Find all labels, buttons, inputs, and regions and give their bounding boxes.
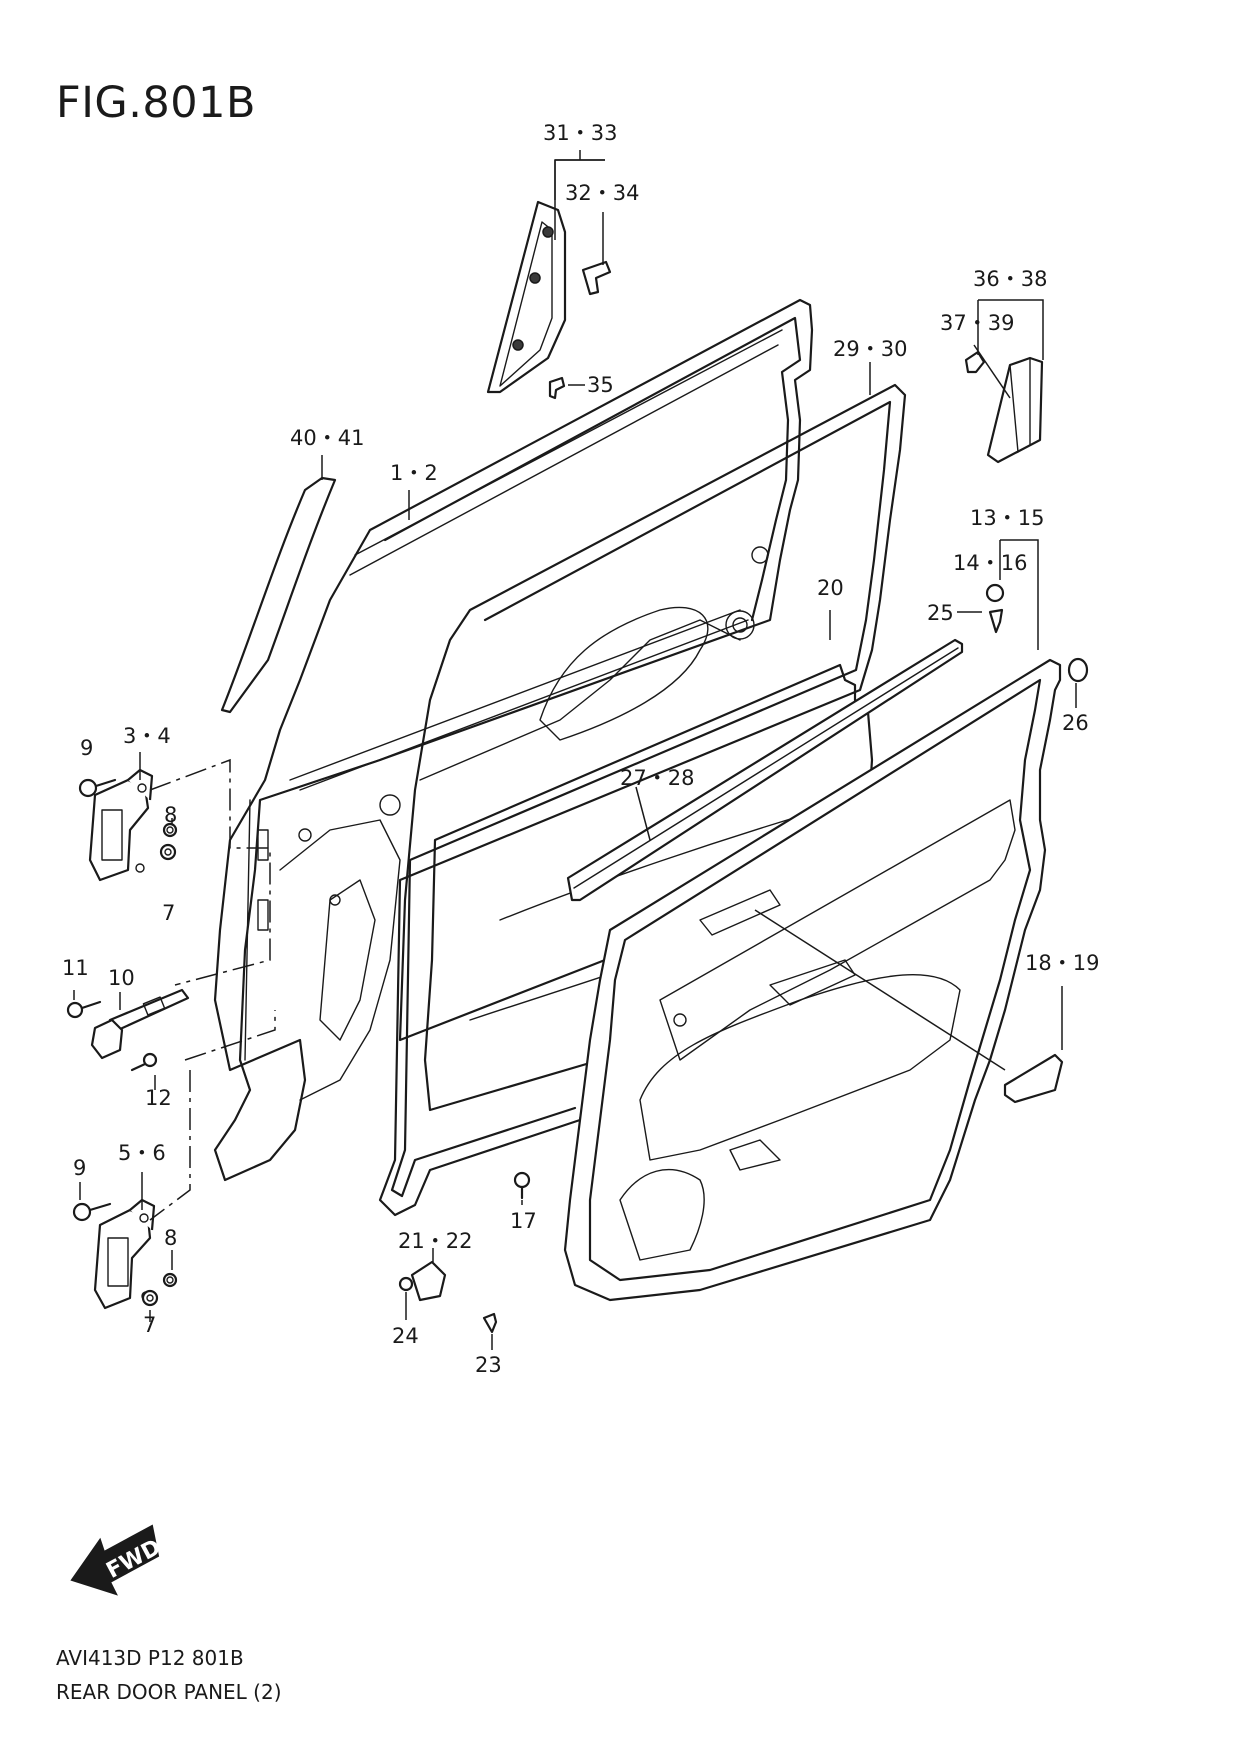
- callout-25: 25: [927, 601, 954, 625]
- diagram-code: AVI413D P12 801B: [56, 1646, 244, 1670]
- callout-8-upper: 8: [164, 803, 177, 827]
- diagram-name: REAR DOOR PANEL (2): [56, 1680, 282, 1704]
- callout-14-16: 14・16: [953, 551, 1027, 575]
- callout-36-38: 36・38: [973, 267, 1047, 291]
- callout-29-30: 29・30: [833, 337, 907, 361]
- callout-labels: 31・33 32・34 35 36・38 37・39 29・30 40・41 1…: [62, 121, 1099, 1377]
- callout-3-4: 3・4: [123, 724, 171, 748]
- callout-12: 12: [145, 1086, 172, 1110]
- lower-hinge: [93, 1198, 156, 1310]
- door-trim-panel: [563, 658, 1062, 1302]
- callout-5-6: 5・6: [118, 1141, 166, 1165]
- callout-31-33: 31・33: [543, 121, 617, 145]
- callout-9-upper: 9: [80, 736, 93, 760]
- callout-11: 11: [62, 956, 89, 980]
- leader-lines: [73, 150, 1077, 1350]
- callout-1-2: 1・2: [390, 461, 438, 485]
- callout-32-34: 32・34: [565, 181, 639, 205]
- callout-40-41: 40・41: [290, 426, 364, 450]
- sash-garnish: [220, 476, 337, 714]
- callout-17: 17: [510, 1209, 537, 1233]
- callout-24: 24: [392, 1324, 419, 1348]
- door-panel-outer: [213, 298, 814, 1182]
- callout-26: 26: [1062, 711, 1089, 735]
- callout-27-28: 27・28: [620, 766, 694, 790]
- callout-23: 23: [475, 1353, 502, 1377]
- pillar-trim: [486, 200, 567, 394]
- inner-glass-seal-strip: [566, 638, 964, 902]
- callout-20: 20: [817, 576, 844, 600]
- callout-9-lower: 9: [73, 1156, 86, 1180]
- fasteners: [66, 260, 1089, 1334]
- callout-7-lower: 7: [143, 1313, 156, 1337]
- callout-35: 35: [587, 373, 614, 397]
- figure-title: FIG.801B: [56, 78, 256, 128]
- callout-13-15: 13・15: [970, 506, 1044, 530]
- callout-8-lower: 8: [164, 1226, 177, 1250]
- callout-7-upper: 7: [162, 901, 175, 925]
- forward-direction-arrow: FWD: [70, 1524, 165, 1596]
- door-weatherstrip: [378, 383, 907, 1217]
- callout-10: 10: [108, 966, 135, 990]
- corner-trim: [986, 356, 1044, 464]
- upper-hinge: [88, 768, 154, 882]
- door-check: [90, 988, 190, 1060]
- callout-21-22: 21・22: [398, 1229, 472, 1253]
- callout-18-19: 18・19: [1025, 951, 1099, 975]
- callout-37-39: 37・39: [940, 311, 1014, 335]
